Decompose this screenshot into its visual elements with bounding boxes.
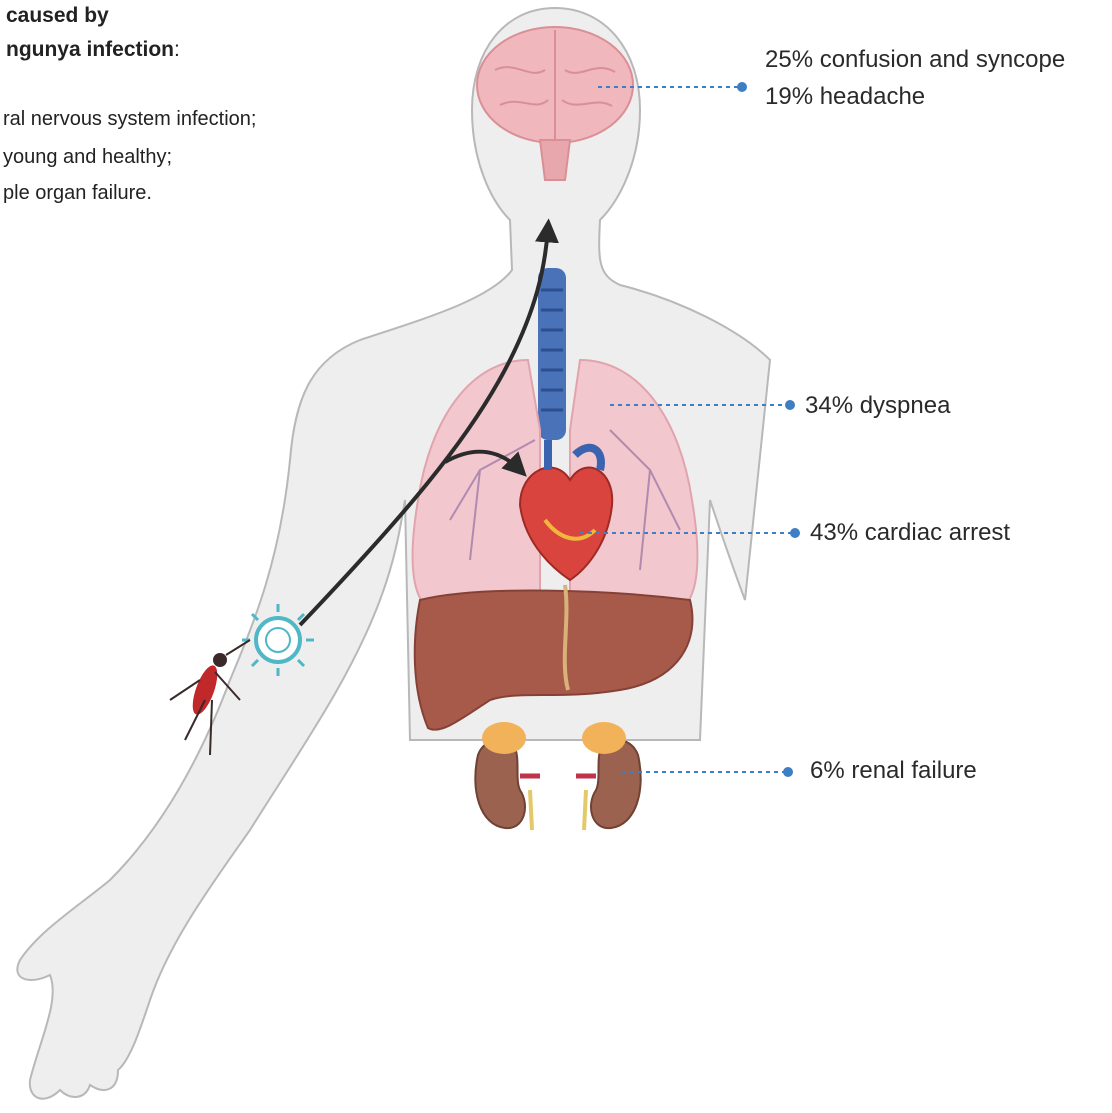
lungs-leader-dot — [785, 400, 795, 410]
bullet-item-3: ple organ failure. — [3, 182, 152, 205]
lungs-label: 34% dyspnea — [805, 392, 950, 420]
bullet-item-1: ral nervous system infection; — [3, 108, 256, 131]
bullet-item-2: young and healthy; — [3, 146, 172, 169]
brain-leader-dot — [737, 82, 747, 92]
trachea-icon — [538, 268, 566, 440]
heart-label: 43% cardiac arrest — [810, 519, 1010, 547]
brain-label-headache: 19% headache — [765, 83, 925, 111]
figure-heading-tail: : — [174, 38, 180, 61]
heart-leader-dot — [790, 528, 800, 538]
kidneys-label: 6% renal failure — [810, 757, 977, 785]
kidneys-leader-dot — [783, 767, 793, 777]
figure-heading-line2: ngunya infection: — [6, 38, 180, 62]
figure-heading-line1: caused by — [6, 4, 109, 28]
brain-label-confusion: 25% confusion and syncope — [765, 46, 1065, 74]
figure-heading-bold: ngunya infection — [6, 38, 174, 61]
